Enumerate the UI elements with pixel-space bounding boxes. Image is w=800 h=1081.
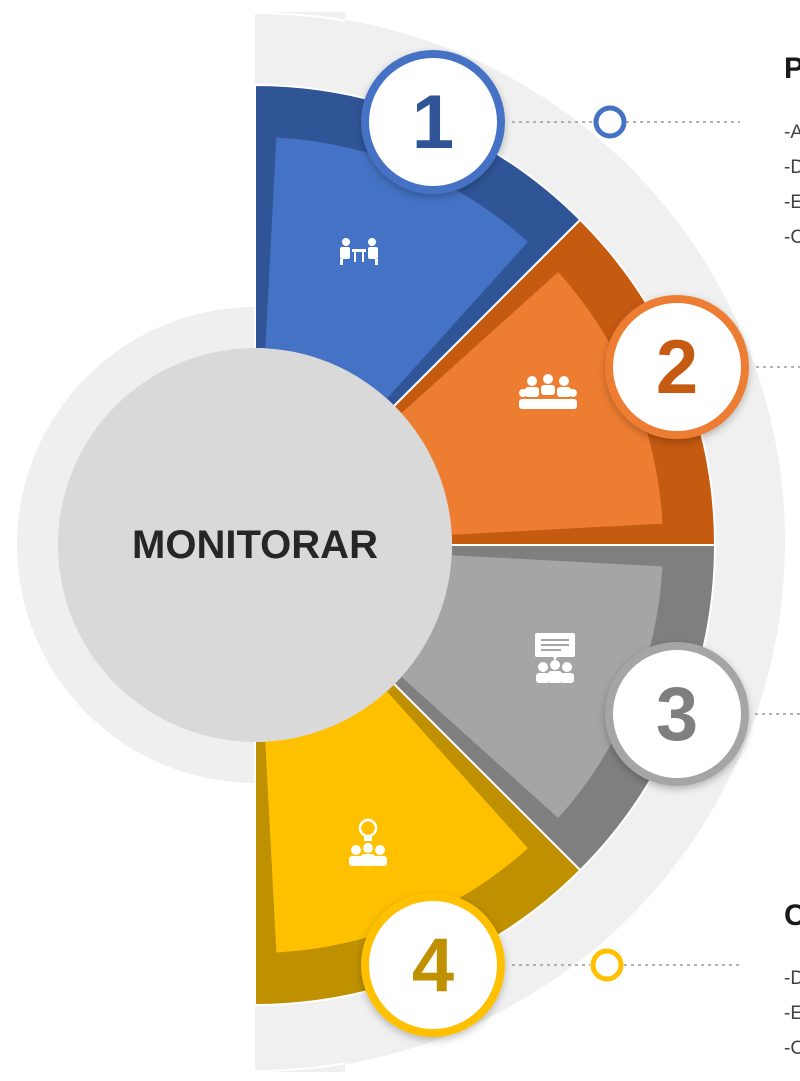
top-heading: P [784,52,800,85]
bottom-item-1: -D [784,968,800,989]
badge-3 [605,642,749,786]
segment-1 [265,137,529,400]
presentation-group-icon [535,633,575,683]
badges-group: 1 2 3 4 [361,50,749,1037]
segment-3 [400,555,663,819]
badge-1 [361,50,505,194]
center-label: MONITORAR [132,523,378,567]
connector-dot-1 [593,105,627,139]
connector-dot-4 [590,948,624,982]
bottom-item-2: -E [784,1003,800,1024]
top-item-2: -D [784,157,800,178]
segment-4 [265,690,529,953]
segments-group [254,83,717,1007]
center-circle [58,348,452,742]
badge-number-2: 2 [656,325,698,410]
badge-2 [605,295,749,439]
meeting-people-icon [340,238,378,265]
connector-lines [512,121,800,966]
top-item-4: -C [784,227,800,248]
idea-team-icon [349,818,387,866]
top-item-3: -E [784,192,800,213]
top-item-1: -A [784,122,800,143]
badge-number-1: 1 [412,80,454,165]
bottom-heading: C [784,899,800,932]
conference-table-icon [519,374,577,409]
bottom-item-3: -C [784,1038,800,1059]
badge-number-4: 4 [412,923,454,1008]
badge-4 [361,893,505,1037]
badge-number-3: 3 [656,672,698,757]
